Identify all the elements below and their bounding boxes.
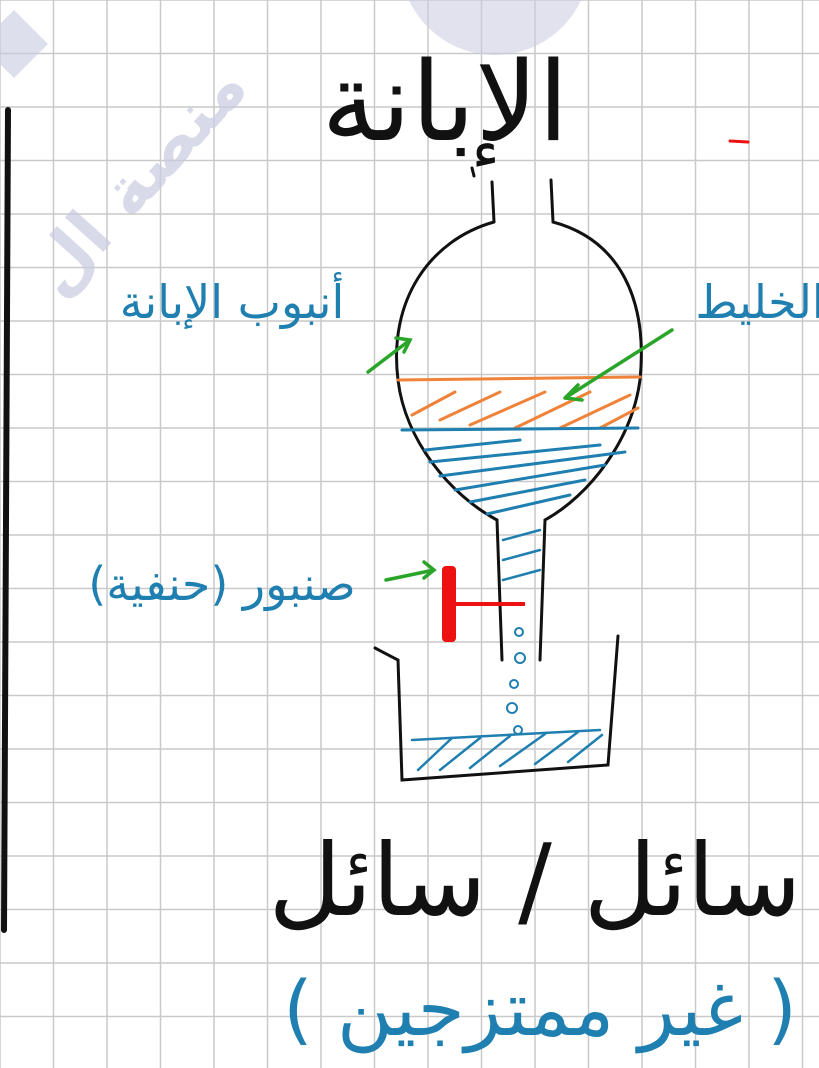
beaker: [373, 634, 620, 782]
watermark-logo-block: [0, 10, 48, 78]
stem-liquid: [501, 528, 542, 582]
red-dash-mark: [728, 139, 750, 144]
funnel-stem: [495, 518, 547, 662]
left-margin-stroke: [1, 107, 11, 933]
lower-liquid-layer: [400, 426, 640, 516]
arrow-mixture: [563, 328, 674, 402]
arrow-separating-funnel: [366, 336, 413, 374]
label-stopcock: صنبور (حنفية): [88, 557, 355, 612]
title-text: الإبانة: [321, 38, 568, 167]
label-mixture: الخليط: [695, 275, 819, 329]
beaker-liquid: [410, 728, 604, 772]
upper-liquid-layer: [396, 375, 642, 430]
stopcock-handle: [442, 566, 456, 642]
arrow-stopcock: [384, 560, 437, 582]
funnel-neck: [470, 166, 555, 224]
falling-drops: [506, 627, 526, 735]
watermark-circle: [408, 0, 582, 55]
watermark-text: منصة ال: [14, 47, 263, 311]
method-note-text: ( غير ممتزجين ): [283, 964, 797, 1054]
stopcock: [442, 566, 525, 642]
label-separating-funnel: أنبوب الإبانة: [120, 272, 344, 330]
method-text: سائل / سائل: [269, 822, 802, 939]
